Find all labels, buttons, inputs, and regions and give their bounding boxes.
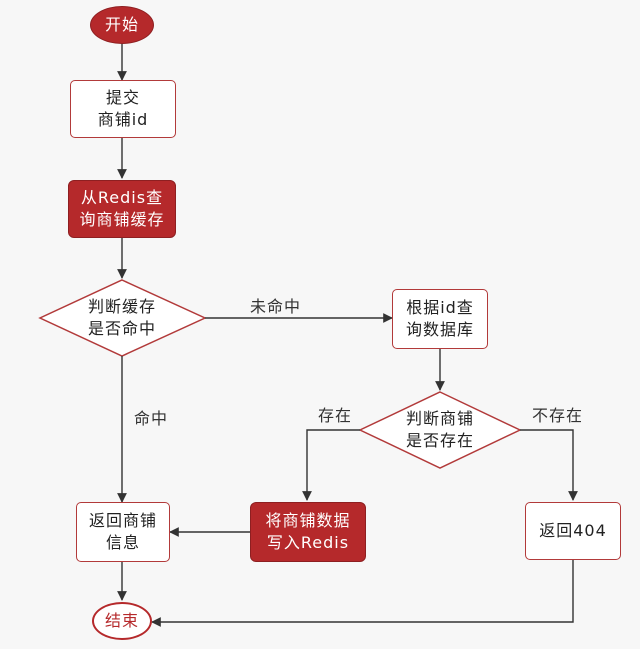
edge-404-to-end	[151, 560, 574, 627]
node-write-redis: 将商铺数据 写入Redis	[250, 502, 366, 562]
label-hit: 命中	[134, 409, 169, 428]
node-submit-shop-id: 提交 商铺id	[70, 80, 176, 138]
node-query-redis: 从Redis查 询商铺缓存	[68, 180, 176, 238]
decision-shop-exists-shape	[358, 391, 522, 469]
node-end: 结束	[92, 602, 152, 640]
node-return-404: 返回404	[525, 502, 621, 560]
label-exists: 存在	[318, 406, 353, 425]
label-not-exists: 不存在	[532, 406, 584, 425]
edge-exists-to-write-redis	[302, 429, 360, 501]
edge-not-exists-to-404	[520, 429, 578, 501]
node-start: 开始	[90, 6, 154, 44]
node-check-cache-hit: 判断缓存 是否命中	[87, 297, 156, 338]
node-query-db: 根据id查 询数据库	[392, 289, 488, 349]
label-miss: 未命中	[250, 297, 302, 316]
node-return-shop-info: 返回商铺 信息	[76, 502, 170, 562]
node-check-shop-exists: 判断商铺 是否存在	[405, 409, 474, 450]
